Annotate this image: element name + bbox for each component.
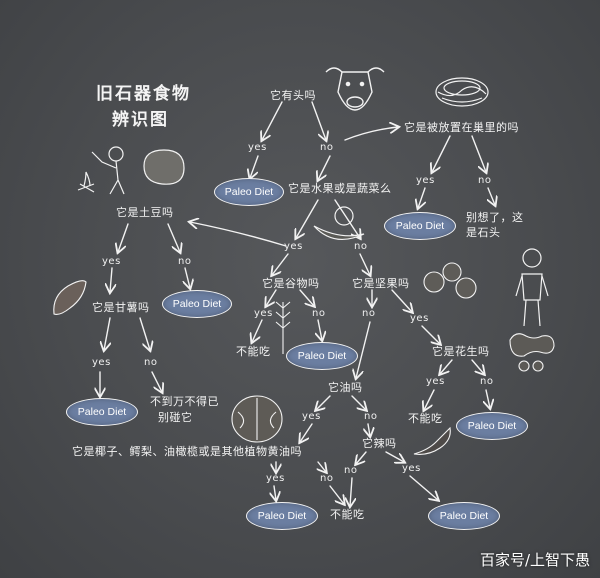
answer-yes: yes <box>254 308 273 319</box>
question-peanut: 它是花生吗 <box>432 345 490 358</box>
outcome-dont-eat: 不能吃 <box>408 412 443 425</box>
answer-no: no <box>144 357 158 368</box>
watermark: 百家号/上智下愚 <box>479 551 590 569</box>
caveman-fire-icon <box>77 146 125 195</box>
nuts-icon <box>423 262 477 299</box>
answer-yes: yes <box>426 376 445 387</box>
paleo-diet-badge: Paleo Diet <box>162 290 232 318</box>
answer-no: no <box>362 308 376 319</box>
answer-no: no <box>344 465 358 476</box>
answer-no: no <box>478 175 492 186</box>
cow-head-icon <box>325 67 385 111</box>
question-grain: 它是谷物吗 <box>262 277 320 290</box>
paleo-diet-badge: Paleo Diet <box>246 502 318 530</box>
answer-yes: yes <box>416 175 435 186</box>
answer-yes: yes <box>102 256 121 267</box>
peanut-icon <box>509 333 555 372</box>
question-potato: 它是土豆吗 <box>116 206 174 219</box>
outcome-dont-touch: 别碰它 <box>158 411 193 424</box>
paleo-diet-badge: Paleo Diet <box>214 178 284 206</box>
question-fruit-veg: 它是水果或是蔬菜么 <box>288 182 392 195</box>
caveman-standing-icon <box>515 248 549 327</box>
potato-icon <box>143 149 185 185</box>
question-sweet-potato: 它是甘薯吗 <box>92 301 150 314</box>
wheat-icon <box>275 301 291 354</box>
question-head: 它有头吗 <box>270 89 316 102</box>
sweet-potato-icon <box>53 280 87 315</box>
paleo-diet-badge: Paleo Diet <box>286 342 358 370</box>
paleo-diet-badge: Paleo Diet <box>384 212 456 240</box>
paleo-diet-badge: Paleo Diet <box>66 398 138 426</box>
answer-yes: yes <box>402 463 421 474</box>
question-nut: 它是坚果吗 <box>352 277 410 290</box>
answer-no: no <box>480 376 494 387</box>
outcome-last-resort: 不到万不得已 <box>150 395 219 408</box>
answer-yes: yes <box>266 473 285 484</box>
nest-icon <box>435 77 489 107</box>
question-nest: 它是被放置在巢里的吗 <box>404 121 519 134</box>
fruit-veg-icon <box>313 206 365 241</box>
answer-yes: yes <box>410 313 429 324</box>
walnut-icon <box>231 395 283 443</box>
outcome-dont-eat: 不能吃 <box>330 508 365 521</box>
chili-pepper-icon <box>413 426 451 455</box>
answer-yes: yes <box>284 241 303 252</box>
question-coconut: 它是椰子、鳄梨、油橄榄或是其他植物黄油吗 <box>72 445 302 458</box>
outcome-stone: 别想了，这是石头 <box>466 211 524 240</box>
answer-yes: yes <box>92 357 111 368</box>
answer-no: no <box>364 411 378 422</box>
title-line-1: 旧石器食物 <box>96 84 191 104</box>
paleo-diet-badge: Paleo Diet <box>428 502 500 530</box>
question-oil: 它油吗 <box>328 381 363 394</box>
answer-yes: yes <box>302 411 321 422</box>
answer-no: no <box>178 256 192 267</box>
question-spicy: 它辣吗 <box>362 437 397 450</box>
outcome-dont-eat: 不能吃 <box>236 345 271 358</box>
answer-no: no <box>312 308 326 319</box>
title-line-2: 辨识图 <box>112 110 169 130</box>
answer-no: no <box>354 241 368 252</box>
answer-yes: yes <box>248 142 267 153</box>
paleo-diet-badge: Paleo Diet <box>456 412 528 440</box>
answer-no: no <box>320 473 334 484</box>
answer-no: no <box>320 142 334 153</box>
